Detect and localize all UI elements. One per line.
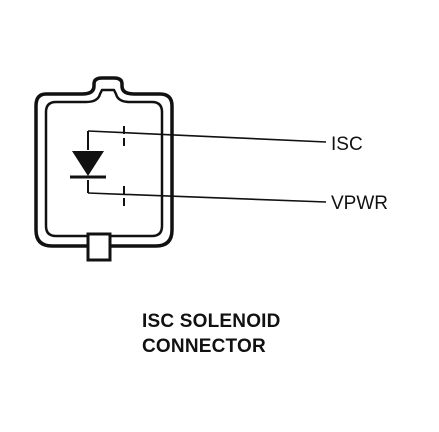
leader-line-vpwr bbox=[87, 192, 327, 203]
diagram-caption: ISC SOLENOID CONNECTOR bbox=[142, 309, 281, 359]
connector-inner-wall bbox=[44, 88, 164, 238]
connector-terminal-stub bbox=[86, 232, 112, 262]
diode-symbol-icon bbox=[70, 151, 106, 179]
caption-line-1: ISC SOLENOID bbox=[142, 311, 281, 332]
caption-line-2: CONNECTOR bbox=[142, 336, 266, 357]
pin-label-vpwr: VPWR bbox=[331, 193, 388, 214]
connector-outer-shell bbox=[34, 76, 174, 248]
leader-line-isc bbox=[87, 130, 327, 143]
pin-label-isc: ISC bbox=[331, 134, 363, 155]
